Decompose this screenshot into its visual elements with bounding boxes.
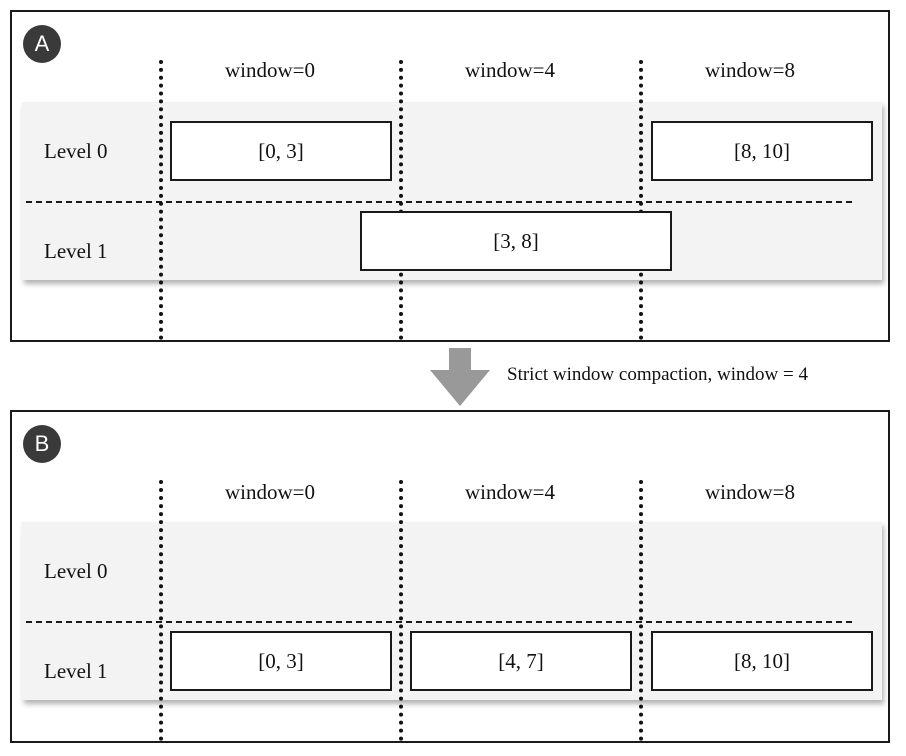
file-box: [8, 10] — [651, 121, 873, 181]
window-boundary-8 — [639, 60, 643, 340]
window-boundary-4 — [399, 60, 403, 340]
file-box: [8, 10] — [651, 631, 873, 691]
level-0-label: Level 0 — [44, 139, 108, 163]
level-divider — [26, 201, 852, 203]
window-label-4: window=4 — [464, 480, 555, 504]
panel-b: B window=0 window=4 window=8 Level 0 Lev… — [10, 410, 890, 743]
file-box: [0, 3] — [170, 121, 392, 181]
window-boundary-8 — [639, 480, 643, 741]
window-label-8: window=8 — [704, 58, 795, 82]
window-label-8: window=8 — [704, 480, 795, 504]
file-box: [4, 7] — [410, 631, 632, 691]
window-boundary-0 — [159, 60, 163, 340]
level-divider — [26, 621, 852, 623]
panel-a: A window=0 window=4 window=8 Level 0 Lev… — [10, 10, 890, 342]
file-box: [0, 3] — [170, 631, 392, 691]
down-arrow-icon — [430, 348, 490, 406]
level-1-label: Level 1 — [44, 239, 108, 263]
panel-b-badge: B — [23, 425, 61, 463]
file-box: [3, 8] — [360, 211, 672, 271]
window-boundary-0 — [159, 480, 163, 741]
level-0-label: Level 0 — [44, 559, 108, 583]
window-label-0: window=0 — [224, 480, 315, 504]
panel-a-badge: A — [23, 25, 61, 63]
level-1-label: Level 1 — [44, 659, 108, 683]
window-boundary-4 — [399, 480, 403, 741]
window-label-0: window=0 — [224, 58, 315, 82]
window-label-4: window=4 — [464, 58, 555, 82]
transition-caption: Strict window compaction, window = 4 — [507, 364, 808, 385]
